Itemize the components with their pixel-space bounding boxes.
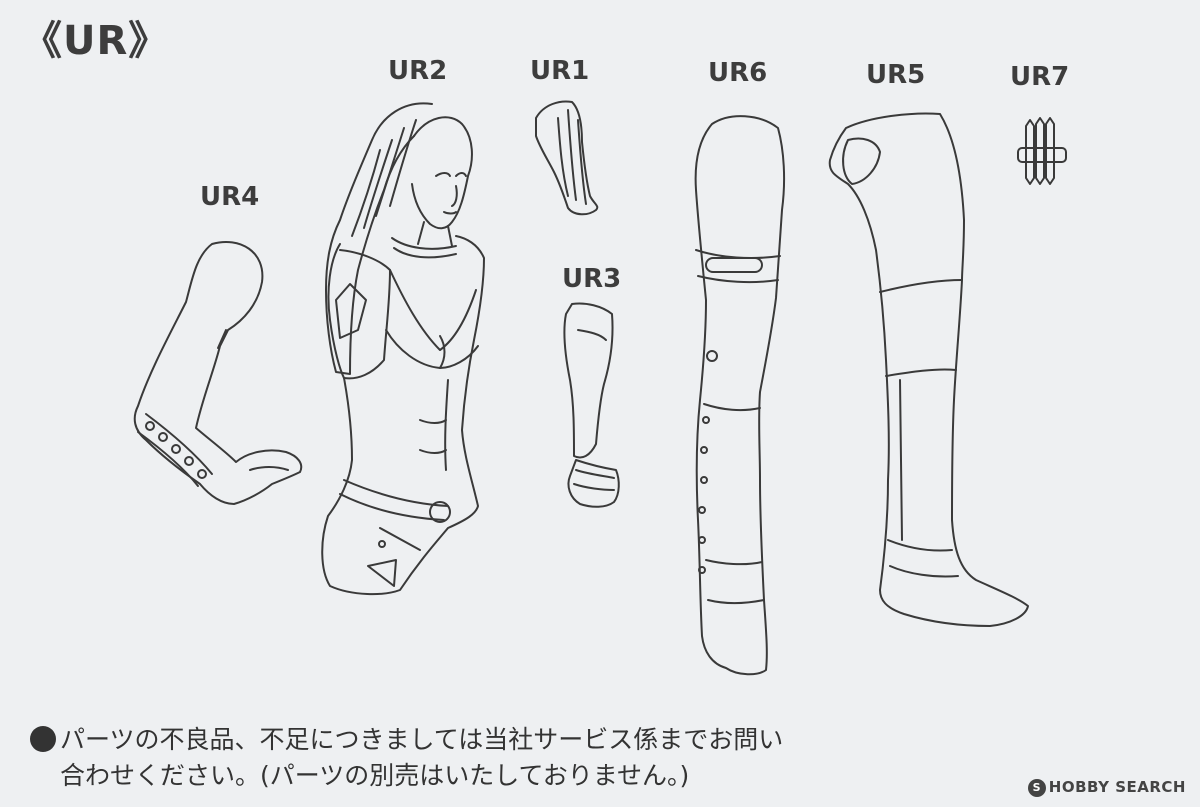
part-label-ur2: UR2 (388, 56, 448, 86)
bullet-icon (30, 726, 56, 752)
notice: パーツの不良品、不足につきましては当社サービス係までお問い 合わせください。(パ… (30, 722, 783, 794)
part-label-ur6: UR6 (708, 58, 768, 88)
part-ur5-leg (828, 112, 1029, 627)
part-label-ur1: UR1 (530, 56, 590, 86)
part-ur6-leg (694, 115, 786, 676)
part-label-ur3: UR3 (562, 264, 622, 294)
part-ur2-torso (321, 102, 485, 596)
notice-line-2: 合わせください。(パーツの別売はいたしておりません。) (60, 761, 690, 790)
part-ur1-hair (535, 100, 599, 216)
part-ur7-knives (1017, 117, 1067, 185)
part-label-ur5: UR5 (866, 60, 926, 90)
part-ur3-forearm (563, 302, 620, 508)
part-label-ur7: UR7 (1010, 62, 1070, 92)
watermark-text: HOBBY SEARCH (1048, 778, 1186, 796)
part-label-ur4: UR4 (200, 182, 260, 212)
page-title: 《UR》 (22, 18, 170, 64)
hobby-search-logo-icon: S (1027, 779, 1046, 797)
part-ur4-arm (133, 241, 303, 505)
notice-line-1: パーツの不良品、不足につきましては当社サービス係までお問い (60, 725, 784, 754)
